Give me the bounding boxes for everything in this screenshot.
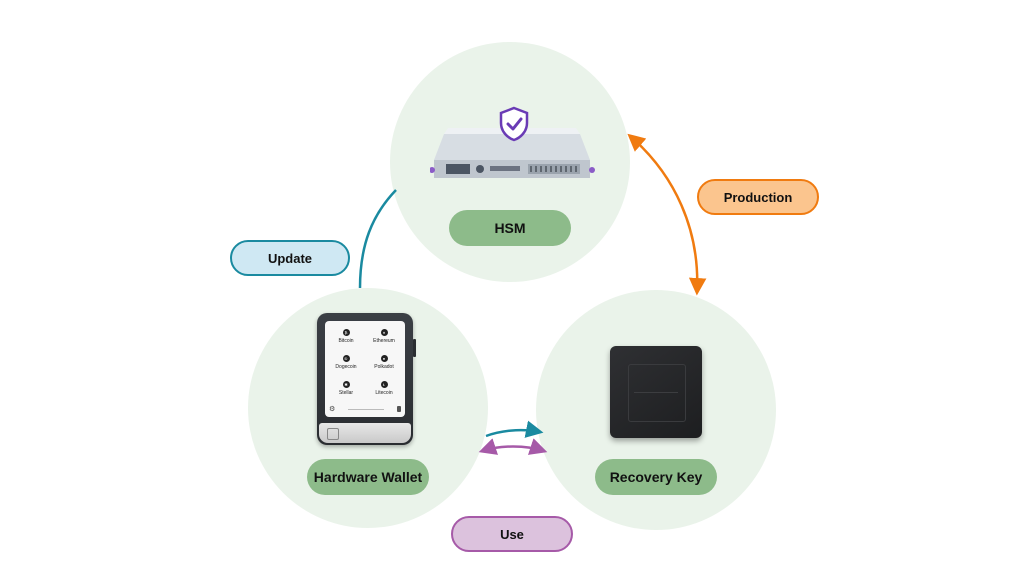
bitcoin-icon: ₿ xyxy=(342,328,350,336)
wallet-to-recovery-arrow xyxy=(485,420,544,438)
recovery-key-image xyxy=(610,346,702,438)
use-arrow xyxy=(478,438,548,455)
recovery-key-label: Recovery Key xyxy=(595,459,717,495)
hsm-server-image xyxy=(430,128,595,178)
ethereum-icon: ♦ xyxy=(380,328,388,336)
battery-icon xyxy=(397,406,401,412)
wallet-base xyxy=(319,423,411,443)
side-button xyxy=(413,339,416,357)
polkadot-icon: ● xyxy=(380,354,388,362)
production-label: Production xyxy=(697,179,819,215)
coin-name: Ethereum xyxy=(373,337,395,344)
update-connector xyxy=(358,189,397,289)
coin-item: ₿Bitcoin xyxy=(327,323,365,349)
gear-icon: ⚙ xyxy=(329,406,336,413)
use-label: Use xyxy=(451,516,573,552)
page-indicator xyxy=(348,408,385,410)
stellar-icon: ✱ xyxy=(342,380,350,388)
wallet-status-bar: ⚙ xyxy=(329,405,401,413)
coin-name: Bitcoin xyxy=(338,337,354,344)
hsm-label: HSM xyxy=(449,210,571,246)
coin-item: ✱Stellar xyxy=(327,375,365,401)
coin-name: Dogecoin xyxy=(335,363,357,370)
coin-name: Polkadot xyxy=(374,363,394,370)
dogecoin-icon: Ð xyxy=(342,354,350,362)
coin-name: Litecoin xyxy=(375,389,393,396)
recovery-key-marking xyxy=(628,364,686,422)
fingerprint-icon xyxy=(327,428,339,440)
recovery-key-etching xyxy=(634,392,678,393)
coin-item: ♦Ethereum xyxy=(365,323,403,349)
production-arrow xyxy=(627,133,707,296)
litecoin-icon: Ł xyxy=(380,380,388,388)
coin-name: Stellar xyxy=(338,389,354,396)
coin-item: ●Polkadot xyxy=(365,349,403,375)
wallet-screen xyxy=(325,321,405,417)
shield-check-icon xyxy=(499,106,529,142)
hardware-wallet-label: Hardware Wallet xyxy=(307,459,429,495)
update-label: Update xyxy=(230,240,350,276)
